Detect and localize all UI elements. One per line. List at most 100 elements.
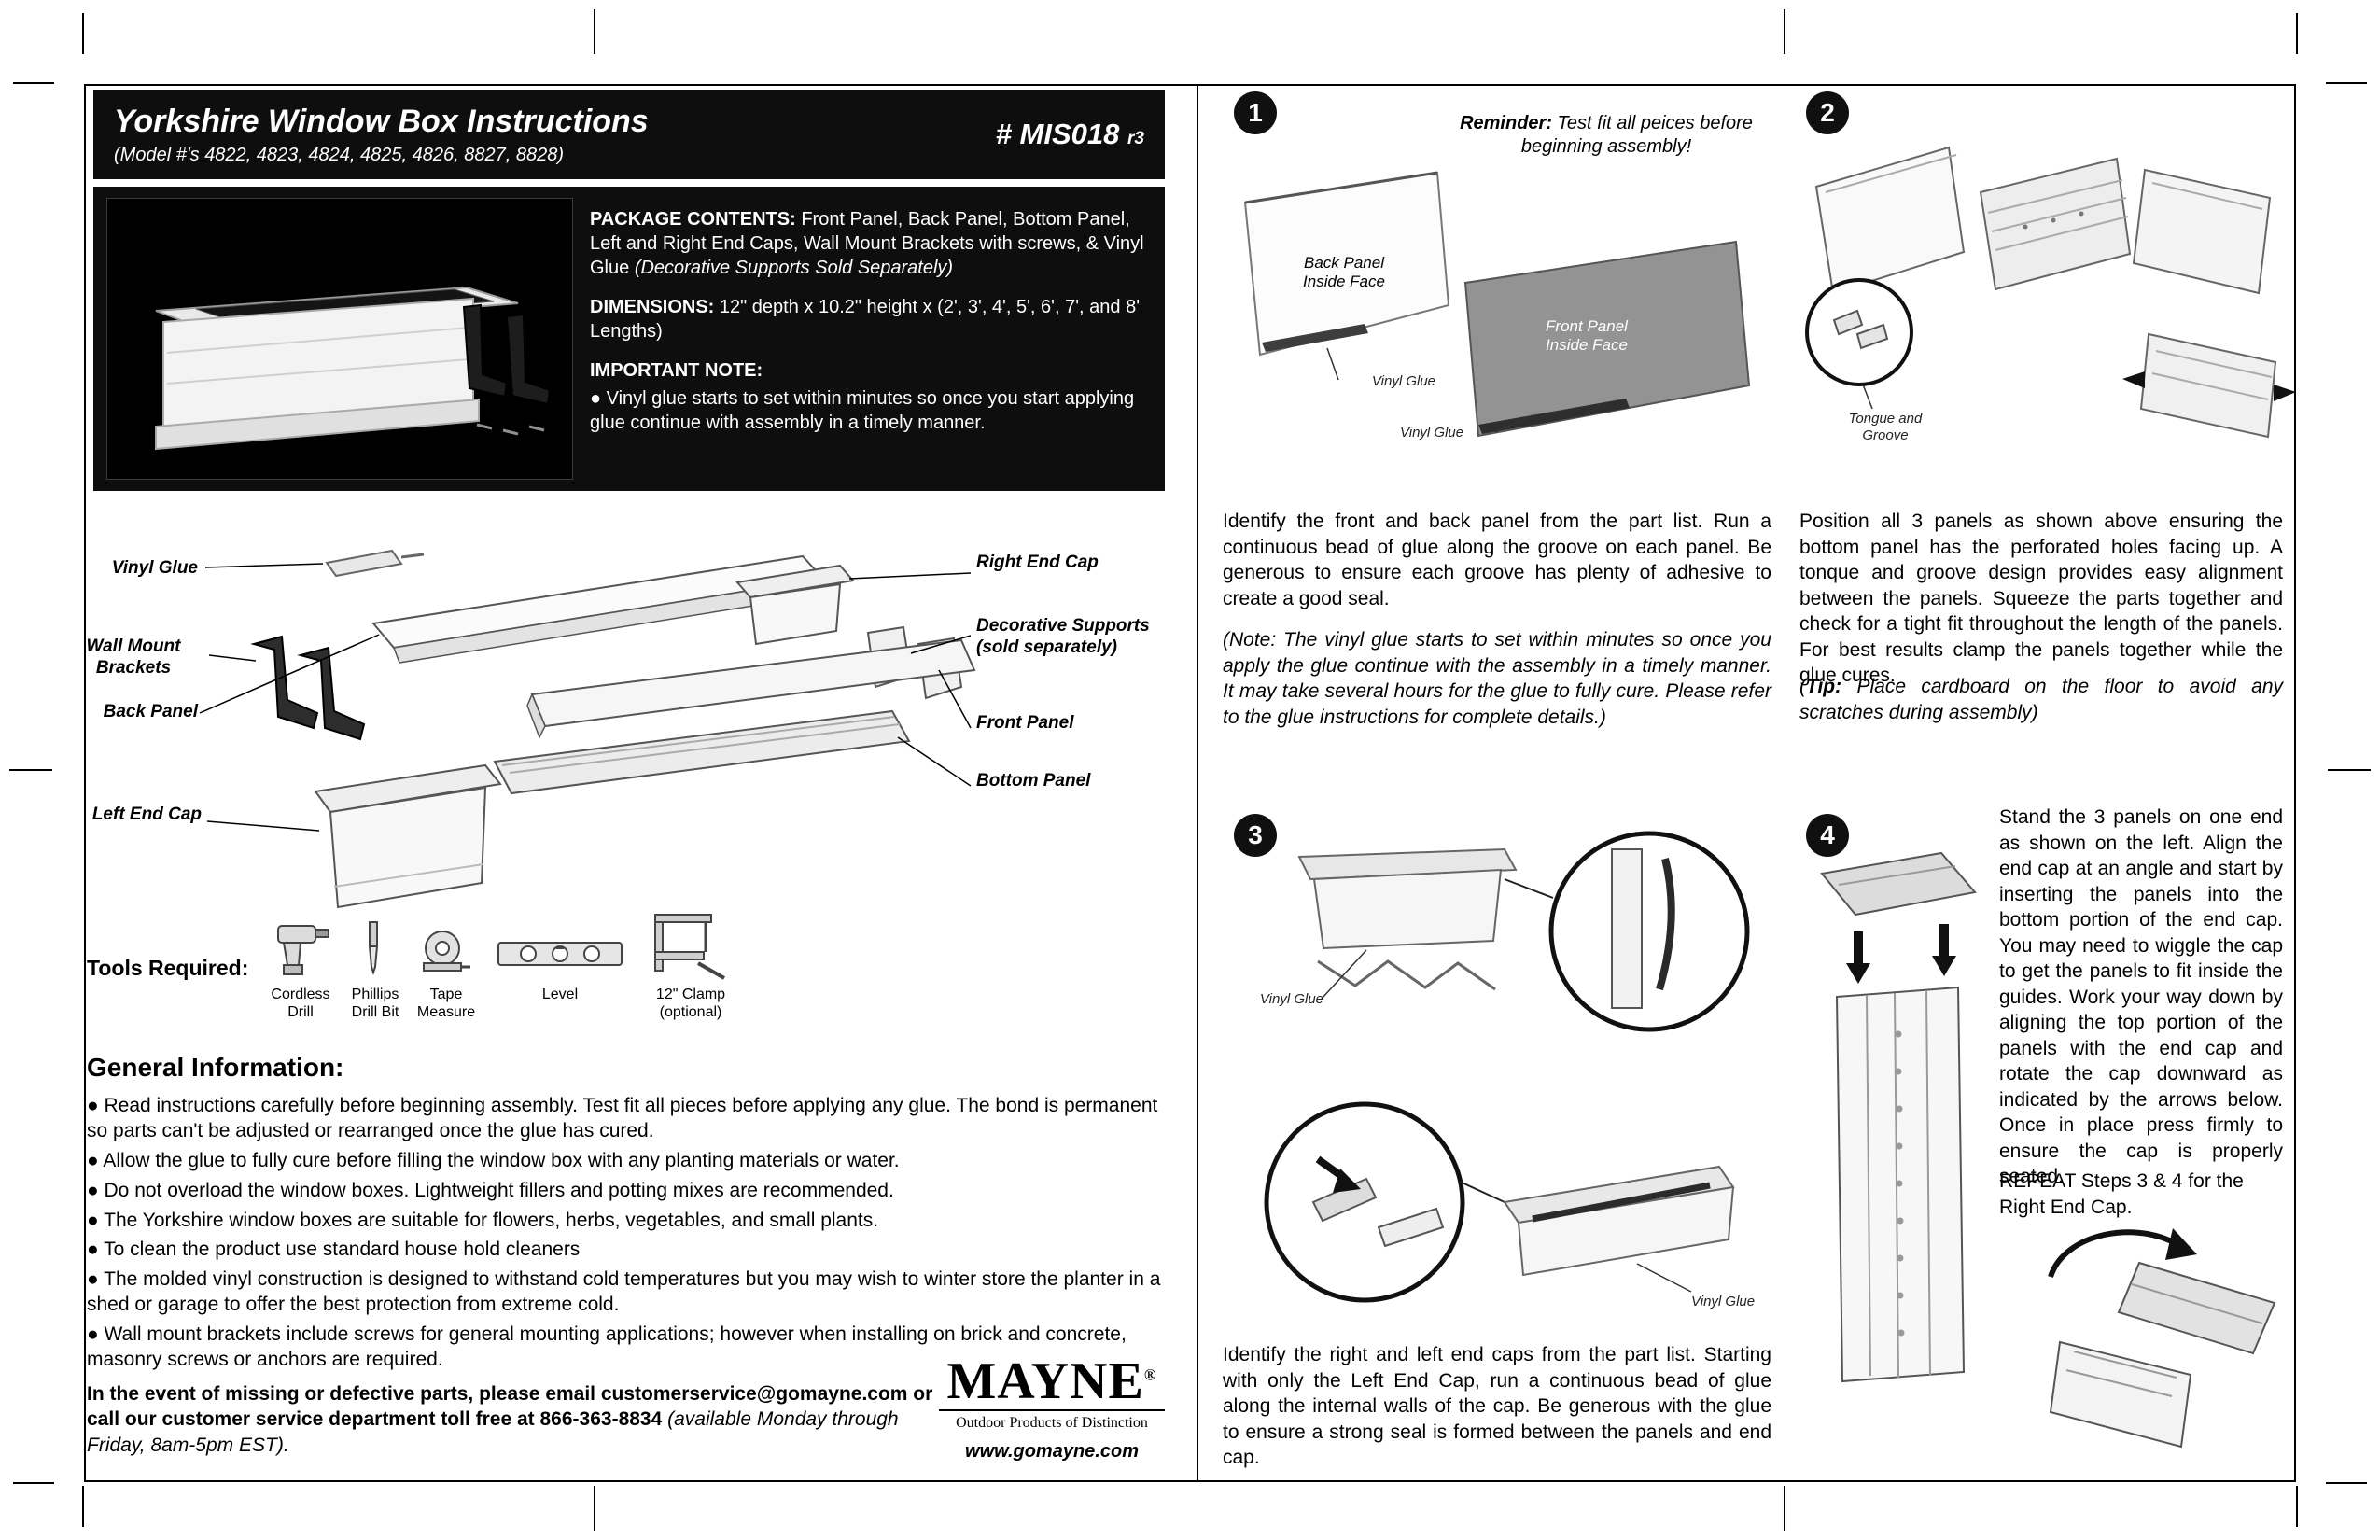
tip-open: ( [1799,676,1806,697]
crop-mark [594,9,595,54]
figure-label-vinyl-glue-2: Vinyl Glue [1400,425,1464,441]
tool-caption-cordless-drill: Cordless Drill [261,986,340,1021]
package-contents: PACKAGE CONTENTS: Front Panel, Back Pane… [590,207,1150,280]
tip-label: Tip: [1806,676,1842,697]
crop-mark [13,1482,54,1484]
tool-caption-line: Level [541,987,579,1002]
step-4-figure-rotate-cap [2048,1228,2276,1449]
figure-label-line: Inside Face [1303,273,1385,291]
general-info-bullet: ● The molded vinyl construction is desig… [87,1268,1161,1316]
phillips-bit-icon [368,921,379,976]
crop-mark [2326,82,2367,84]
crop-mark [1784,9,1785,54]
part-number-text: # MIS018 [995,118,1120,150]
general-info-bullet: ● To clean the product use standard hous… [87,1239,581,1261]
tool-caption-phillips-bit: Phillips Drill Bit [336,986,414,1021]
step-4-body: Stand the 3 panels on one end as shown o… [1999,806,2283,1187]
label-decorative-line1: Decorative Supports [976,616,1150,636]
label-front-panel: Front Panel [976,713,1074,733]
label-decorative-line2: (sold separately) [976,637,1117,657]
exploded-parts-diagram [199,549,976,909]
crop-mark [82,13,84,54]
figure-label-vinyl-glue-1: Vinyl Glue [1371,373,1435,389]
step-2-tip: (Tip: Place cardboard on the floor to av… [1799,674,2283,725]
general-info-bullet: ● Read instructions carefully before beg… [87,1095,1158,1141]
step-3-figure [1264,831,1750,1303]
step-2-number: 2 [1806,91,1849,134]
label-left-end-cap: Left End Cap [91,805,202,824]
step-2-figure [1805,146,2294,439]
figure-label-line: Groove [1862,427,1909,443]
general-info-list: ● Read instructions carefully before beg… [87,1094,1166,1378]
step-1-reminder: Reminder: Test fit all peices before beg… [1451,112,1761,159]
page-border [84,84,2296,1482]
package-contents-text: Front Panel, Back Panel, Bottom Panel, L… [590,209,1144,278]
label-wall-mount-brackets: Wall Mount Brackets [65,637,202,679]
step-4-figure-panels [1820,851,1977,1383]
crop-mark [2296,1486,2298,1527]
general-info-heading: General Information: [87,1053,344,1082]
cordless-drill-icon [277,925,329,975]
tool-caption-clamp: 12" Clamp (optional) [642,986,739,1021]
tools-required-label: Tools Required: [87,956,249,980]
general-info-bullet: ● The Yorkshire window boxes are suitabl… [87,1209,879,1231]
product-photo [106,198,573,480]
part-number: # MIS018 r3 [996,118,1144,151]
tool-caption-line: Tape [429,987,463,1002]
column-divider [1197,84,1198,1482]
label-back-panel: Back Panel [103,702,198,721]
step-4-number: 4 [1806,814,1849,857]
tip-text: Place cardboard on the floor to avoid an… [1799,676,2283,723]
step-3-body: Identify the right and left end caps fro… [1223,1344,1771,1468]
model-numbers: (Model #'s 4822, 4823, 4824, 4825, 4826,… [114,144,564,165]
step-2-body: Position all 3 panels as shown above ens… [1799,511,2283,686]
general-info-bullet: ● Wall mount brackets include screws for… [87,1323,1127,1370]
reminder-label: Reminder: [1460,113,1552,133]
window-box-photo-illustration [155,286,552,451]
clamp-icon [654,914,725,980]
customer-service-text: In the event of missing or defective par… [87,1383,933,1431]
tool-caption-line: Drill [287,1004,314,1021]
step-1-note: (Note: The vinyl glue starts to set with… [1223,629,1771,728]
figure-label-line: Inside Face [1546,336,1628,355]
title-block: Yorkshire Window Box Instructions (Model… [114,104,649,166]
step-1-number: 1 [1234,91,1277,134]
step-3-number: 3 [1234,814,1277,857]
dimensions-text: 12" depth x 10.2" height x (2', 3', 4', … [590,297,1141,342]
tool-caption-line: Phillips [351,987,399,1002]
crop-mark [82,1486,84,1527]
crop-mark [2326,1482,2367,1484]
revision-text: r3 [1127,129,1144,148]
brand-tagline: Outdoor Products of Distinction [939,1409,1165,1432]
label-wall-mount-line2: Brackets [95,657,172,678]
label-right-end-cap: Right End Cap [976,553,1099,572]
tool-caption-line: (optional) [659,1004,722,1021]
figure-label-vinyl-glue-3: Vinyl Glue [1259,991,1323,1007]
general-info-bullet: ● Allow the glue to fully cure before fi… [87,1149,900,1171]
tool-caption-line: Drill Bit [351,1004,399,1021]
important-note-heading: IMPORTANT NOTE: [590,358,1150,383]
level-icon [497,942,623,966]
important-note-label: IMPORTANT NOTE: [590,360,763,381]
tool-caption-line: 12" Clamp [655,987,726,1002]
page-title: Yorkshire Window Box Instructions [114,103,649,139]
dimensions-label: DIMENSIONS: [590,297,715,317]
important-note-text: ● Vinyl glue starts to set within minute… [590,388,1135,433]
crop-mark [9,769,52,771]
package-contents-box: PACKAGE CONTENTS: Front Panel, Back Pane… [93,187,1165,491]
crop-mark [1784,1486,1785,1531]
brand-name: MAYNE® [939,1355,1165,1407]
crop-mark [2296,13,2298,54]
tool-caption-level: Level [521,986,599,1003]
step-1-body: Identify the front and back panel from t… [1223,511,1771,609]
brand-website: www.gomayne.com [965,1441,1139,1462]
tool-caption-line: Measure [416,1004,476,1021]
figure-label-front-panel: Front Panel Inside Face [1521,317,1652,356]
registered-mark: ® [1143,1365,1157,1384]
package-contents-note: (Decorative Supports Sold Separately) [634,258,954,278]
label-vinyl-glue: Vinyl Glue [111,558,198,578]
crop-mark [2328,769,2371,771]
figure-label-back-panel: Back Panel Inside Face [1288,254,1400,292]
package-contents-label: PACKAGE CONTENTS: [590,209,796,230]
